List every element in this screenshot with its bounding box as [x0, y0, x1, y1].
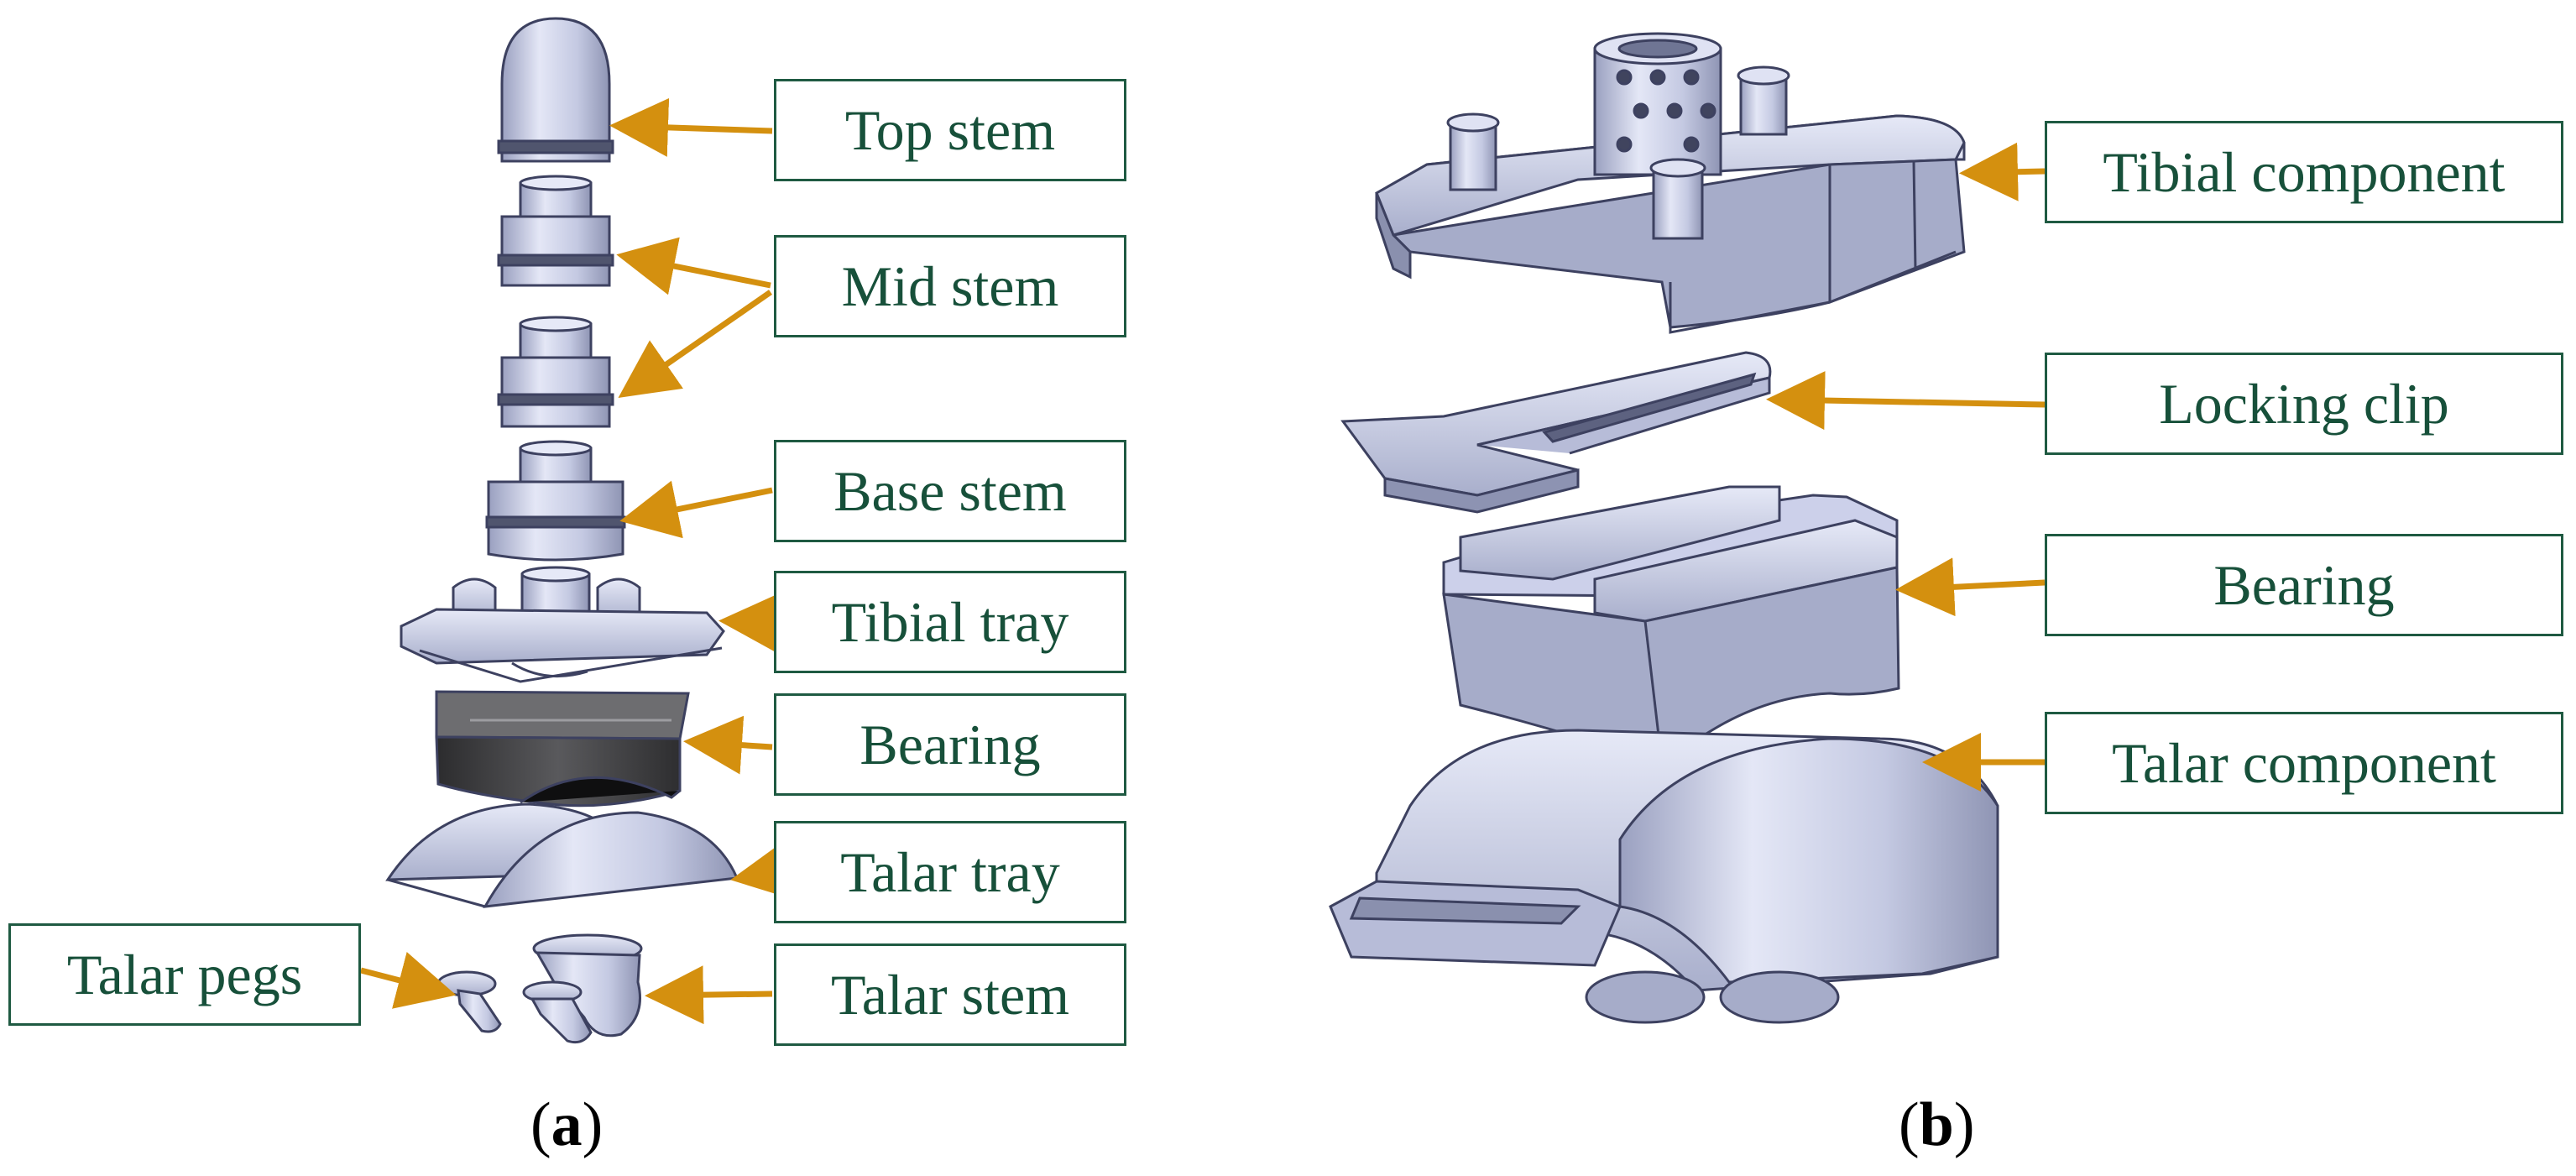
arrow-mid-stem-2: [618, 290, 772, 398]
label-top-stem: Top stem: [774, 79, 1126, 181]
label-talar-tray-text: Talar tray: [840, 839, 1060, 904]
top-stem-part: [497, 17, 614, 163]
label-tibial-component: Tibial component: [2045, 121, 2563, 223]
panel-a-caption-open: (: [530, 1090, 551, 1159]
label-bearing-a-text: Bearing: [860, 712, 1041, 776]
bearing-part-a: [435, 690, 690, 808]
label-talar-tray: Talar tray: [774, 821, 1126, 923]
label-talar-stem: Talar stem: [774, 943, 1126, 1046]
talar-stem-part: [522, 933, 643, 1044]
label-talar-pegs: Talar pegs: [8, 923, 361, 1026]
locking-clip-part: [1340, 351, 1772, 514]
arrow-top-stem: [609, 97, 773, 157]
label-tibial-component-text: Tibial component: [2103, 139, 2505, 204]
tibial-component-part: [1375, 32, 1966, 334]
arrow-talar-pegs: [360, 952, 457, 1009]
panel-b-caption-open: (: [1899, 1090, 1920, 1159]
panel-b-caption-close: ): [1953, 1090, 1975, 1159]
label-talar-component: Talar component: [2045, 712, 2563, 814]
arrow-base-stem: [619, 480, 773, 539]
label-locking-clip: Locking clip: [2045, 353, 2563, 455]
label-mid-stem-text: Mid stem: [841, 253, 1059, 318]
tibial-tray-part: [400, 566, 725, 683]
label-top-stem-text: Top stem: [844, 97, 1056, 162]
arrow-talar-stem: [645, 965, 773, 1025]
base-stem-part: [485, 440, 626, 562]
label-bearing-a: Bearing: [774, 693, 1126, 796]
annotation-arrows: [360, 97, 2046, 1025]
arrow-locking-clip: [1766, 371, 2046, 431]
label-talar-component-text: Talar component: [2112, 730, 2496, 795]
talar-component-part: [1329, 729, 1999, 1024]
arrow-bearing-a: [683, 715, 773, 775]
arrow-talar-tray: [730, 841, 793, 900]
talar-pegs-part: [436, 970, 502, 1033]
panel-a-caption-letter: a: [551, 1090, 583, 1159]
label-talar-stem-text: Talar stem: [830, 962, 1070, 1027]
label-bearing-b-text: Bearing: [2213, 552, 2395, 617]
arrow-tibial-tray: [718, 593, 779, 653]
label-bearing-b: Bearing: [2045, 534, 2563, 636]
arrow-tibial-component: [1959, 142, 2046, 201]
label-tibial-tray: Tibial tray: [774, 571, 1126, 673]
panel-b-caption-letter: b: [1919, 1090, 1954, 1159]
panel-a-caption: (a): [530, 1090, 603, 1161]
panel-b-parts: [1329, 32, 1999, 1024]
label-base-stem: Base stem: [774, 440, 1126, 542]
talar-tray-part: [385, 802, 739, 908]
label-mid-stem: Mid stem: [774, 235, 1126, 337]
panel-a-parts: [385, 17, 739, 1044]
arrow-mid-stem-1: [616, 237, 771, 295]
label-base-stem-text: Base stem: [833, 458, 1067, 523]
bearing-part-b: [1442, 485, 1900, 766]
arrow-bearing-b: [1895, 557, 2046, 617]
label-talar-pegs-text: Talar pegs: [66, 942, 303, 1006]
label-tibial-tray-text: Tibial tray: [831, 589, 1069, 654]
mid-stem-part-2: [497, 316, 614, 428]
panel-b-caption: (b): [1899, 1090, 1974, 1161]
label-locking-clip-text: Locking clip: [2159, 371, 2449, 436]
panel-a-caption-close: ): [582, 1090, 604, 1159]
mid-stem-part-1: [497, 175, 614, 287]
